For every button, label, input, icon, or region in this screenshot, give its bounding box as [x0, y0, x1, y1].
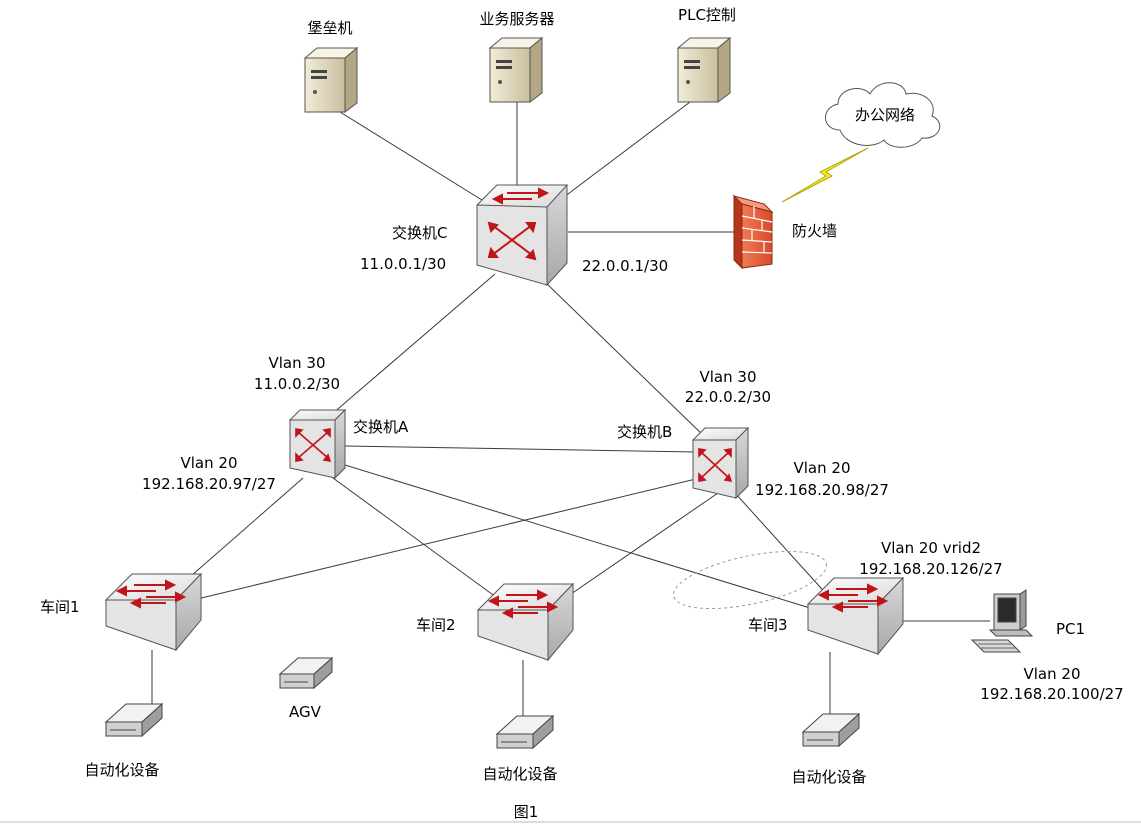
pc1-ip: 192.168.20.100/27 — [980, 685, 1123, 703]
switch-b-label: 交换机B — [617, 423, 672, 441]
business-server-label: 业务服务器 — [479, 10, 554, 28]
bastion-label: 堡垒机 — [307, 19, 352, 37]
switch-b-icon[interactable] — [691, 426, 750, 500]
pc1-vlan: Vlan 20 — [1024, 665, 1081, 683]
link-switch-a-switch-b — [344, 445, 698, 453]
switch-a-vlan30: Vlan 30 — [269, 354, 326, 372]
switch-a-vlan30-ip: 11.0.0.2/30 — [254, 375, 340, 393]
link-switch-b-ws3 — [734, 492, 831, 599]
switch-a-icon[interactable] — [288, 408, 347, 480]
switch-a-vlan20-ip: 192.168.20.97/27 — [142, 475, 276, 493]
switch-a-vlan20: Vlan 20 — [181, 454, 238, 472]
switch-b-vlan20: Vlan 20 — [794, 459, 851, 477]
automation-device-1-icon[interactable] — [104, 702, 164, 738]
plc-server[interactable] — [676, 36, 732, 103]
automation-device-1-label: 自动化设备 — [84, 761, 159, 779]
automation-device-2-label: 自动化设备 — [482, 765, 557, 783]
switch-a-label: 交换机A — [353, 418, 409, 436]
workshop1-label: 车间1 — [40, 598, 80, 616]
cloud-icon[interactable] — [825, 82, 941, 148]
agv-device-icon[interactable] — [278, 656, 334, 690]
link-switch-b-ws2 — [554, 492, 719, 606]
workshop3-vrid-label: Vlan 20 vrid2 — [881, 539, 981, 557]
automation-device-3-icon[interactable] — [801, 712, 861, 748]
link-switch-a-ws1 — [174, 477, 304, 591]
workshop2-switch-icon[interactable] — [476, 582, 575, 662]
switch-c-ip-left: 11.0.0.1/30 — [360, 255, 446, 273]
link-plc-switch-c — [559, 101, 691, 201]
links — [151, 101, 990, 720]
workshop1-switch-icon[interactable] — [104, 572, 203, 652]
switch-b-vlan20-ip: 192.168.20.98/27 — [755, 481, 889, 499]
pc1-computer-icon[interactable] — [970, 589, 1034, 653]
switch-b-vlan30: Vlan 30 — [700, 368, 757, 386]
switch-c-label: 交换机C — [392, 224, 447, 242]
firewall-label: 防火墙 — [792, 222, 837, 240]
workshop3-switch-icon[interactable] — [806, 576, 905, 656]
lightning-icon — [781, 147, 869, 203]
switch-c-icon[interactable] — [476, 183, 568, 287]
figure-caption: 图1 — [514, 803, 539, 821]
workshop2-label: 车间2 — [416, 616, 456, 634]
automation-device-2-icon[interactable] — [495, 714, 555, 750]
link-switch-a-ws3 — [344, 464, 811, 609]
business-server[interactable] — [488, 36, 544, 103]
office-network-label: 办公网络 — [855, 106, 915, 124]
switch-b-vlan30-ip: 22.0.0.2/30 — [685, 388, 771, 406]
automation-device-3-label: 自动化设备 — [791, 768, 866, 786]
switch-c-ip-right: 22.0.0.1/30 — [582, 257, 668, 275]
bastion-server[interactable] — [303, 46, 359, 113]
pc1-label: PC1 — [1056, 620, 1085, 638]
link-switch-b-ws1 — [192, 477, 701, 601]
agv-label: AGV — [289, 703, 322, 721]
vrrp-group-ellipse — [673, 550, 827, 610]
link-switch-c-switch-b — [544, 281, 706, 438]
link-bastion-switch-c — [339, 111, 491, 206]
workshop3-label: 车间3 — [748, 616, 788, 634]
link-switch-c-switch-a — [324, 273, 496, 421]
plc-label: PLC控制 — [678, 6, 736, 24]
workshop3-vrid-ip: 192.168.20.126/27 — [859, 560, 1002, 578]
firewall-icon[interactable] — [732, 194, 774, 270]
link-switch-a-ws2 — [332, 477, 501, 601]
